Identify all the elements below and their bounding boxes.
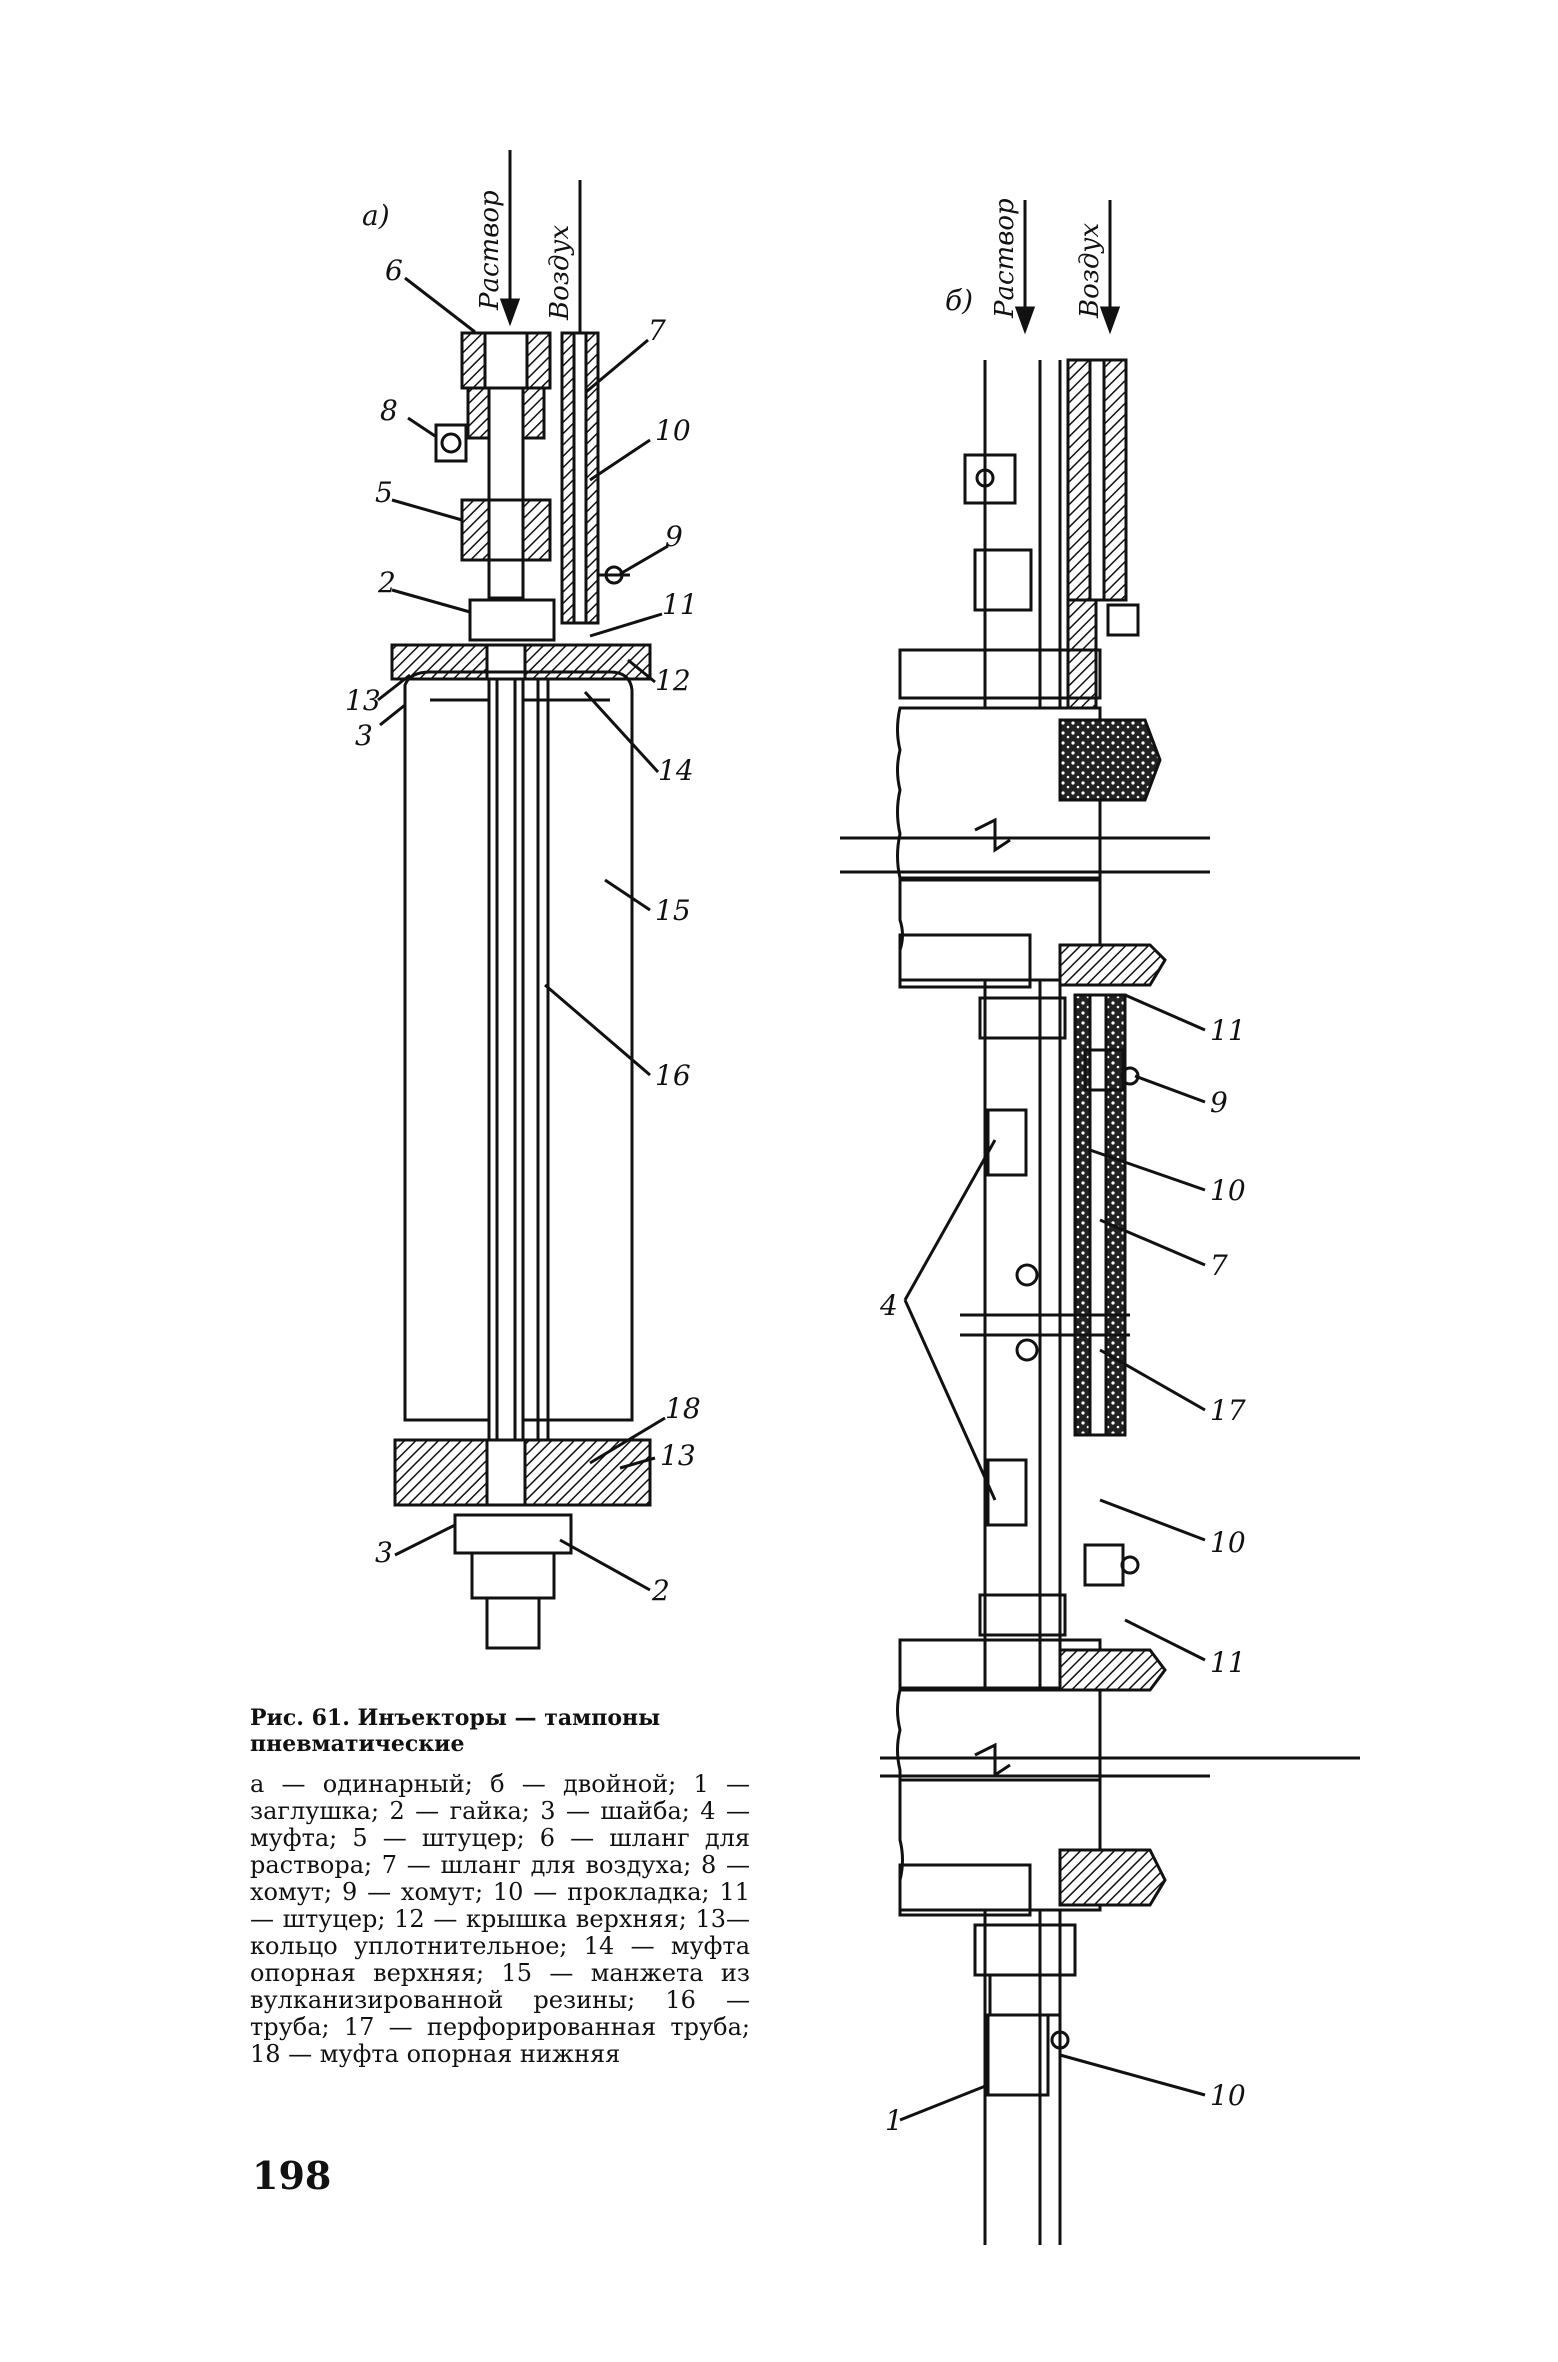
- part-number: 12: [655, 664, 691, 697]
- panel-b-labels: б) Раствор Воздух 11 9 10 7 4 17 10 11 1…: [879, 198, 1246, 2137]
- panel-a-flow-label-solution: Раствор: [475, 190, 505, 311]
- panel-a-drawing: [377, 150, 669, 1650]
- panel-a-flow-label-air: Воздух: [545, 224, 575, 321]
- part-number: 15: [655, 894, 691, 927]
- part-number: 13: [660, 1439, 696, 1472]
- part-number: 9: [1210, 1086, 1228, 1119]
- part-number: 5: [375, 476, 393, 509]
- page-number: 198: [252, 2153, 332, 2198]
- part-number: 4: [879, 1289, 898, 1322]
- part-number: 2: [651, 1574, 670, 1607]
- caption-title: Рис. 61. Инъекторы — тампоны пневматичес…: [250, 1705, 661, 1757]
- part-number: 18: [665, 1392, 701, 1425]
- part-number: 1: [885, 2104, 903, 2137]
- part-number: 11: [1210, 1646, 1246, 1679]
- figure-caption: Рис. 61. Инъекторы — тампоны пневматичес…: [250, 1705, 750, 2068]
- panel-a-label: а): [362, 199, 390, 232]
- part-number: 14: [658, 754, 694, 787]
- part-number: 11: [662, 588, 698, 621]
- part-number: 17: [1210, 1394, 1246, 1427]
- part-number: 10: [655, 414, 691, 447]
- part-number: 11: [1210, 1014, 1246, 1047]
- panel-a-labels: а) Раствор Воздух 6 7 8 10 5 9 2 11 13 1…: [345, 190, 701, 1607]
- part-number: 13: [345, 684, 381, 717]
- part-number: 16: [655, 1059, 691, 1092]
- panel-b-label: б): [945, 284, 973, 317]
- part-number: 3: [375, 1536, 393, 1569]
- panel-b-drawing: [840, 200, 1360, 2245]
- part-number: 10: [1210, 1526, 1246, 1559]
- part-number: 10: [1210, 1174, 1246, 1207]
- panel-b-flow-label-solution: Раствор: [990, 198, 1020, 319]
- caption-body: а — одинарный; б — двойной; 1 — заглушка…: [250, 1770, 750, 2068]
- part-number: 7: [648, 314, 666, 347]
- panel-b-flow-label-air: Воздух: [1075, 222, 1105, 319]
- part-number: 10: [1210, 2079, 1246, 2112]
- part-number: 2: [377, 566, 396, 599]
- part-number: 6: [385, 254, 403, 287]
- part-number: 3: [355, 719, 373, 752]
- part-number: 9: [665, 520, 683, 553]
- part-number: 7: [1210, 1249, 1228, 1282]
- part-number: 8: [380, 394, 398, 427]
